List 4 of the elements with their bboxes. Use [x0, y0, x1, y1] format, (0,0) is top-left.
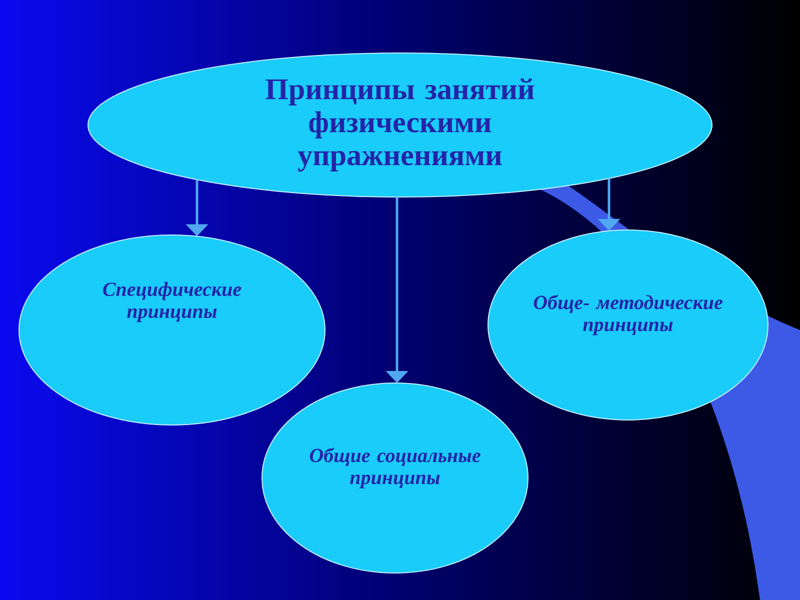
- ellipse-node: Специфические принципы: [18, 234, 326, 426]
- ellipse-node: Принципы занятий физическими упражнениями: [88, 52, 712, 198]
- ellipse-node: Обще- методические принципы: [488, 230, 768, 420]
- ellipse-node: Общие социальные принципы: [262, 382, 528, 574]
